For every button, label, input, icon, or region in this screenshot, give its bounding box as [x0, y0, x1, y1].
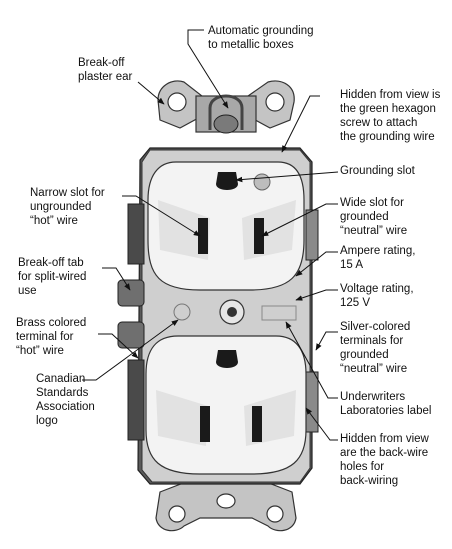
leader-brass-terminal	[98, 333, 139, 359]
leader-ampere-rating	[295, 251, 338, 277]
label-silver-terminals: Silver-colored terminals for grounded “n…	[340, 321, 411, 375]
label-breakoff-tab: Break-off tab for split-wired use	[18, 257, 87, 297]
leader-wide-slot	[261, 203, 338, 237]
label-wide-slot: Wide slot for grounded “neutral” wire	[340, 197, 408, 237]
csa-logo-mark	[173, 303, 191, 321]
label-backwire-holes: Hidden from view are the back-wire holes…	[340, 433, 429, 487]
label-ampere-rating: Ampere rating, 15 A	[340, 245, 416, 271]
leader-ul-label	[285, 321, 338, 399]
lower-outlet-face	[145, 335, 307, 475]
label-ul-label: Underwriters Laboratories label	[340, 391, 432, 417]
leader-backwire-holes	[305, 407, 338, 441]
label-hidden-hex-screw: Hidden from view is the green hexagon sc…	[340, 89, 441, 143]
leader-narrow-slot	[122, 195, 201, 237]
label-narrow-slot: Narrow slot for ungrounded “hot” wire	[30, 187, 105, 227]
mounting-strap-bottom	[155, 481, 297, 532]
leader-breakoff-tab	[102, 267, 131, 291]
leader-silver-terminals	[315, 331, 338, 351]
label-grounding-slot: Grounding slot	[340, 165, 415, 177]
leader-csa-logo	[82, 319, 179, 381]
leader-plaster-ear	[137, 81, 165, 105]
label-automatic-grounding: Automatic grounding to metallic boxes	[208, 25, 314, 51]
grounding-clip	[208, 94, 244, 134]
leader-automatic-grounding	[187, 29, 229, 109]
upper-outlet-face	[147, 161, 305, 291]
label-voltage-rating: Voltage rating, 125 V	[340, 283, 414, 309]
leader-lines	[82, 29, 339, 441]
leader-grounding-slot	[235, 171, 339, 183]
leader-voltage-rating	[295, 289, 338, 301]
ul-label-mark	[261, 305, 297, 321]
center-screw	[219, 299, 245, 325]
label-plaster-ear: Break-off plaster ear	[78, 57, 133, 83]
label-brass-terminal: Brass colored terminal for “hot” wire	[16, 317, 87, 357]
leader-hidden-hex-screw	[281, 95, 320, 153]
brass-terminals	[117, 203, 145, 441]
label-csa-logo: Canadian Standards Association logo	[36, 373, 95, 427]
